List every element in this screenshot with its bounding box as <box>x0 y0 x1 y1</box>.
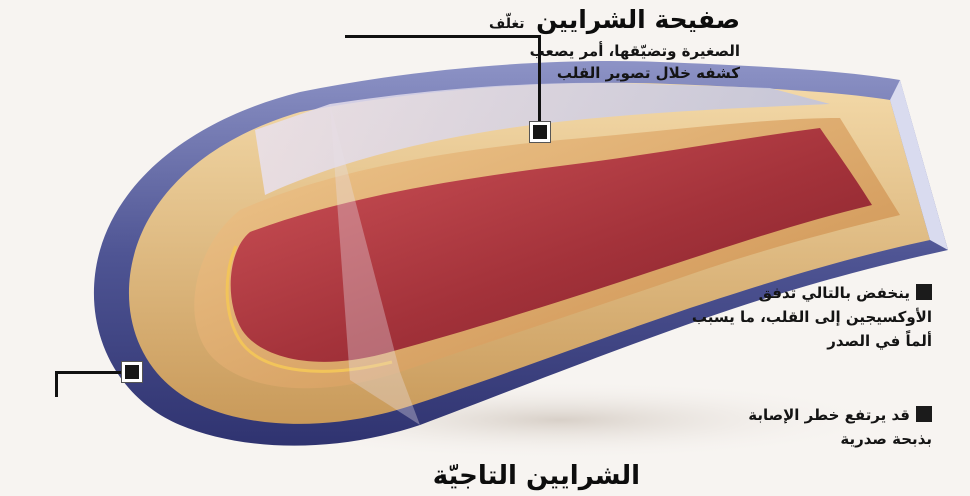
wall-leader-horizontal <box>55 371 127 374</box>
title-line-2: الصغيرة وتضيّقها، أمر يصعب <box>328 40 740 62</box>
flow-bullet-icon <box>916 284 932 300</box>
wall-marker <box>122 362 142 382</box>
flow-note-line-2: الأوكسيجين إلى القلب، ما يسبب <box>632 305 932 329</box>
risk-note-line-1: قد يرتفع خطر الإصابة <box>748 406 910 424</box>
title-continuation: تغلّف <box>489 16 525 32</box>
title-line-3: كشفه خلال تصوير القلب <box>328 62 740 84</box>
risk-note: قد يرتفع خطر الإصابة بذبحة صدرية <box>632 403 932 451</box>
risk-bullet-icon <box>916 406 932 422</box>
risk-note-line-2: بذبحة صدرية <box>632 427 932 451</box>
title-block: صفيحة الشرايين تغلّف الصغيرة وتضيّقها، أ… <box>328 4 740 84</box>
flow-note-line-1: ينخفض بالتالي تدفق <box>759 284 910 302</box>
flow-note-line-3: ألماً في الصدر <box>632 329 932 353</box>
flow-note: ينخفض بالتالي تدفق الأوكسيجين إلى القلب،… <box>632 281 932 353</box>
footer-title: الشرايين التاجيّة <box>300 456 640 496</box>
page-title: صفيحة الشرايين <box>536 5 740 34</box>
plaque-marker <box>530 122 550 142</box>
wall-leader-vertical <box>55 371 58 397</box>
